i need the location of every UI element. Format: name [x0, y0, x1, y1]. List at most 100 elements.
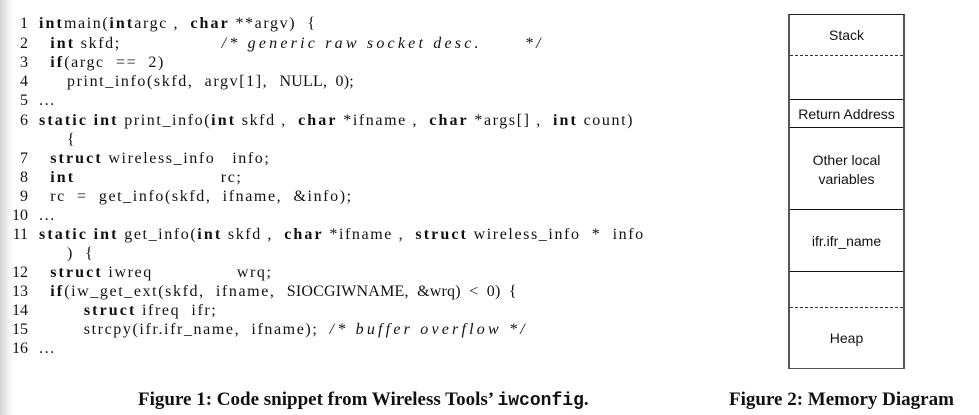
code-text: print_info(skfd, argv[1], NULL, 0); — [39, 72, 354, 91]
figure1-caption: Figure 1: Code snippet from Wireless Too… — [138, 389, 589, 411]
code-token: ... — [39, 340, 56, 357]
line-number: 8 — [20, 169, 28, 186]
code-keyword: int — [39, 15, 64, 32]
heap-label: Heap — [829, 330, 864, 346]
page-edge-shadow — [0, 0, 14, 415]
line-number: 16 — [12, 340, 28, 357]
code-token: NULL, 0); — [279, 73, 354, 90]
code-token — [39, 264, 50, 281]
code-token: ... — [39, 92, 56, 109]
code-keyword: int — [50, 169, 76, 186]
locals-divider — [790, 209, 903, 210]
code-token — [39, 169, 50, 186]
code-token: argc , — [134, 15, 191, 32]
other-local-variables-label-line2: variables — [818, 171, 875, 187]
code-keyword: int — [109, 15, 135, 32]
line-number: 6 — [20, 112, 28, 129]
code-token: skfd; — [75, 35, 222, 52]
stack-label: Stack — [828, 27, 864, 43]
code-text: struct iwreq wrq; — [39, 263, 273, 282]
line-number: 7 — [20, 150, 28, 167]
code-keyword: int — [93, 226, 119, 243]
code-token: (argc == 2) — [64, 54, 165, 71]
code-token: count) — [577, 112, 635, 129]
code-token: skfd , — [222, 226, 285, 243]
ifr-name-divider — [790, 271, 903, 272]
code-text: strcpy(ifr.ifr_name, ifname); /* buffer … — [39, 320, 528, 339]
code-token — [39, 35, 50, 52]
code-text: ... — [39, 339, 56, 358]
code-keyword: int — [211, 112, 237, 129]
code-keyword: if — [50, 54, 65, 71]
code-text: if(iw_get_ext(skfd, ifname, SIOCGIWNAME,… — [39, 282, 517, 301]
stack-frame-divider — [790, 99, 903, 100]
code-keyword: int — [93, 112, 119, 129]
code-keyword: static — [39, 226, 89, 243]
code-keyword: int — [50, 35, 76, 52]
code-token: rc; — [75, 169, 243, 186]
code-text: intmain(intargc , char **argv) { — [39, 14, 317, 33]
code-keyword: char — [190, 15, 230, 32]
code-token: ) { — [39, 245, 95, 262]
code-text: ... — [39, 206, 56, 225]
code-comment: /* buffer overflow */ — [329, 321, 528, 338]
code-token — [39, 54, 50, 71]
code-keyword: struct — [50, 150, 103, 167]
code-text: ) { — [39, 244, 94, 263]
code-token: get_info( — [118, 226, 198, 243]
line-number: 1 — [20, 15, 28, 32]
code-token: wireless_info info; — [102, 150, 271, 167]
line-number: 12 — [12, 264, 28, 281]
line-number: 10 — [12, 207, 28, 224]
code-text: int rc; — [39, 168, 242, 187]
code-token: main( — [63, 15, 110, 32]
code-token — [39, 150, 50, 167]
code-text: struct ifreq ifr; — [39, 301, 217, 320]
line-number: 3 — [20, 54, 28, 71]
code-token: *ifname , — [337, 112, 430, 129]
code-token: wireless_info * info — [467, 226, 645, 243]
code-token: { — [39, 131, 77, 148]
code-token: rc = get_info(skfd, ifname, &info); — [39, 188, 353, 205]
code-keyword: int — [197, 226, 223, 243]
code-keyword: char — [284, 226, 324, 243]
code-text: rc = get_info(skfd, ifname, &info); — [39, 187, 353, 206]
figure1-caption-suffix: . — [583, 389, 589, 410]
line-number: 2 — [20, 35, 28, 52]
code-token: *args[] , — [468, 112, 553, 129]
code-text: { — [39, 130, 76, 149]
code-keyword: char — [429, 112, 469, 129]
code-token: ifreq ifr; — [136, 302, 218, 319]
code-keyword: static — [39, 112, 89, 129]
code-keyword: struct — [83, 302, 137, 319]
code-comment: /* generic raw socket desc. */ — [221, 35, 544, 52]
figure1-caption-code: iwconfig — [497, 391, 584, 411]
code-token: **argv) { — [229, 15, 317, 32]
line-number: 13 — [12, 283, 28, 300]
code-token: ... — [39, 207, 56, 224]
code-token — [39, 302, 84, 319]
code-keyword: struct — [50, 264, 103, 281]
code-keyword: if — [50, 283, 65, 300]
line-number: 5 — [20, 92, 28, 109]
line-number: 9 — [20, 188, 28, 205]
code-token: *ifname , — [323, 226, 416, 243]
memory-diagram: Stack Return Address Other local variabl… — [788, 14, 905, 369]
figure1-caption-text: Figure 1: Code snippet from Wireless Too… — [138, 389, 498, 410]
stack-dashed-divider — [790, 55, 903, 56]
ifr-name-label: ifr.ifr_name — [811, 233, 882, 249]
code-text: static int print_info(int skfd , char *i… — [39, 111, 634, 130]
other-local-variables-label-line1: Other local — [812, 152, 881, 168]
code-token: strcpy(ifr.ifr_name, ifname); — [39, 321, 330, 338]
code-text: if(argc == 2) — [39, 53, 165, 72]
line-number: 15 — [12, 321, 28, 338]
return-address-label: Return Address — [798, 106, 895, 122]
code-token: iwreq wrq; — [102, 264, 273, 281]
figure2-caption: Figure 2: Memory Diagram — [729, 389, 954, 410]
code-keyword: int — [553, 112, 578, 129]
code-keyword: struct — [415, 226, 468, 243]
code-text: ... — [39, 91, 56, 110]
code-text: int skfd; /* generic raw socket desc. */ — [39, 34, 544, 53]
line-number: 14 — [12, 302, 28, 319]
